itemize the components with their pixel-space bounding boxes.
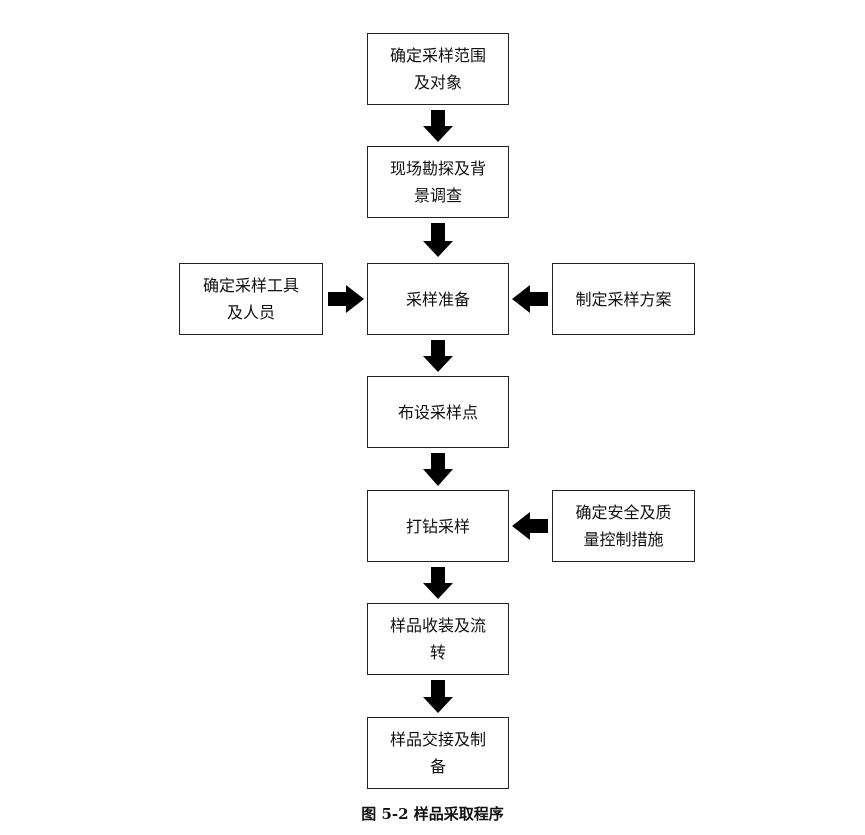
arrow-points-to-drill	[423, 453, 453, 486]
arrow-prep-to-points	[423, 340, 453, 372]
arrow-drill-to-transfer	[423, 567, 453, 599]
node-qc: 确定安全及质 量控制措施	[552, 490, 695, 562]
arrow-transfer-to-handover	[423, 680, 453, 713]
node-tools: 确定采样工具 及人员	[179, 263, 323, 335]
arrow-scope-to-survey	[423, 110, 453, 142]
figure-caption: 图 5-2 样品采取程序	[361, 805, 504, 823]
node-scope: 确定采样范围 及对象	[367, 33, 509, 105]
arrow-plan-to-prep	[512, 285, 548, 313]
node-points: 布设采样点	[367, 376, 509, 448]
node-transfer: 样品收装及流 转	[367, 603, 509, 675]
arrow-survey-to-prep	[423, 223, 453, 257]
node-survey: 现场勘探及背 景调查	[367, 146, 509, 218]
arrow-qc-to-drill	[512, 512, 548, 540]
arrow-tools-to-prep	[328, 285, 364, 313]
node-prep: 采样准备	[367, 263, 509, 335]
node-handover: 样品交接及制 备	[367, 717, 509, 789]
node-drill: 打钻采样	[367, 490, 509, 562]
node-plan: 制定采样方案	[552, 263, 695, 335]
